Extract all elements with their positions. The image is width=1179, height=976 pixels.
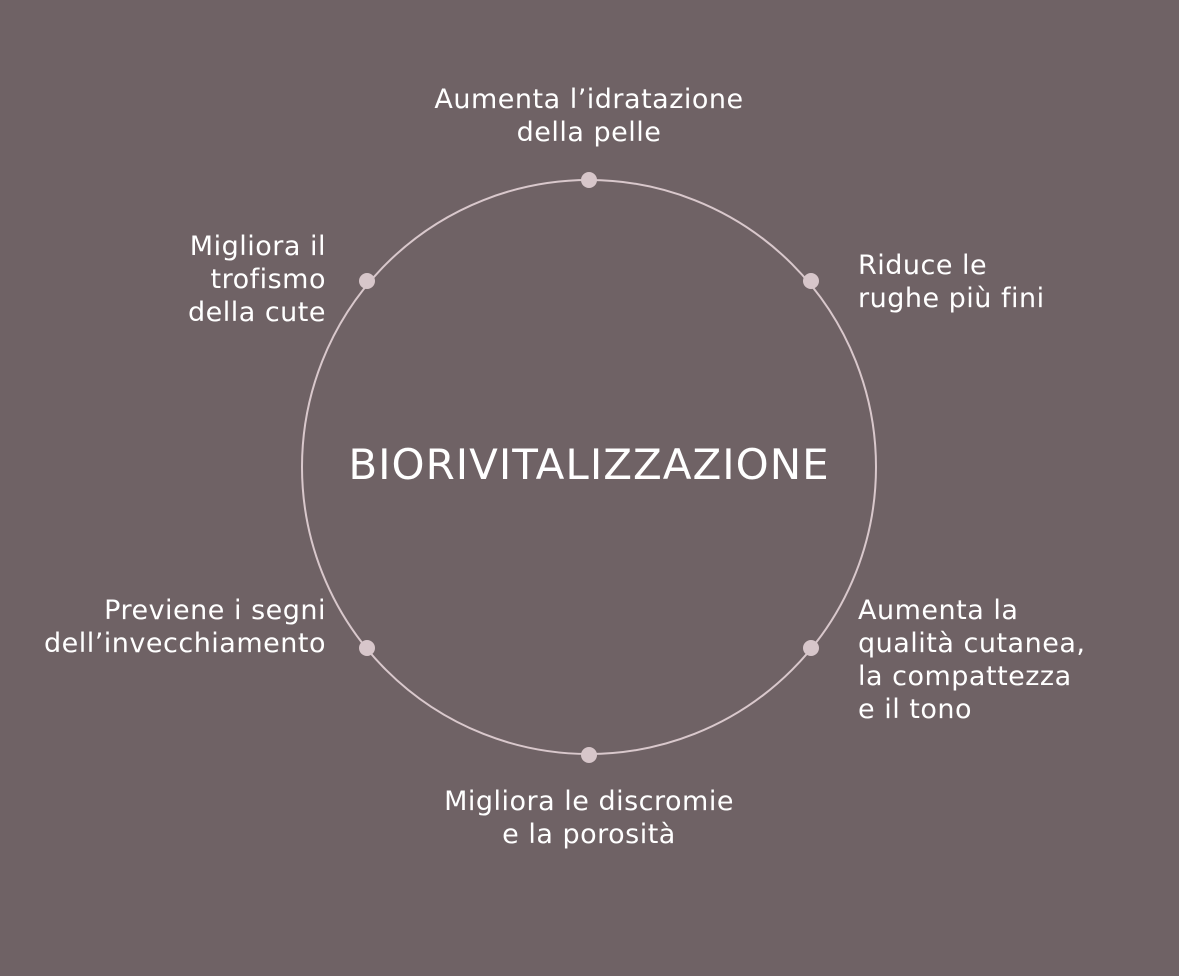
center-title: BIORIVITALIZZAZIONE: [348, 440, 830, 489]
node-label-bottom: Migliora le discromie e la porosità: [444, 786, 734, 850]
node-label-lower-left: Previene i segni dell’invecchiamento: [43, 595, 326, 659]
node-dot-upper-left: [359, 273, 375, 289]
node-label-lower-right: Aumenta la qualità cutanea, la compattez…: [858, 595, 1086, 725]
node-dot-lower-right: [803, 640, 819, 656]
node-dot-bottom: [581, 747, 597, 763]
node-dot-lower-left: [359, 640, 375, 656]
node-label-upper-left: Migliora il trofismo della cute: [187, 231, 326, 328]
node-dot-top: [581, 172, 597, 188]
node-label-top: Aumenta l’idratazione della pelle: [434, 84, 744, 148]
node-dot-upper-right: [803, 273, 819, 289]
node-label-upper-right: Riduce le rughe più fini: [858, 250, 1045, 314]
